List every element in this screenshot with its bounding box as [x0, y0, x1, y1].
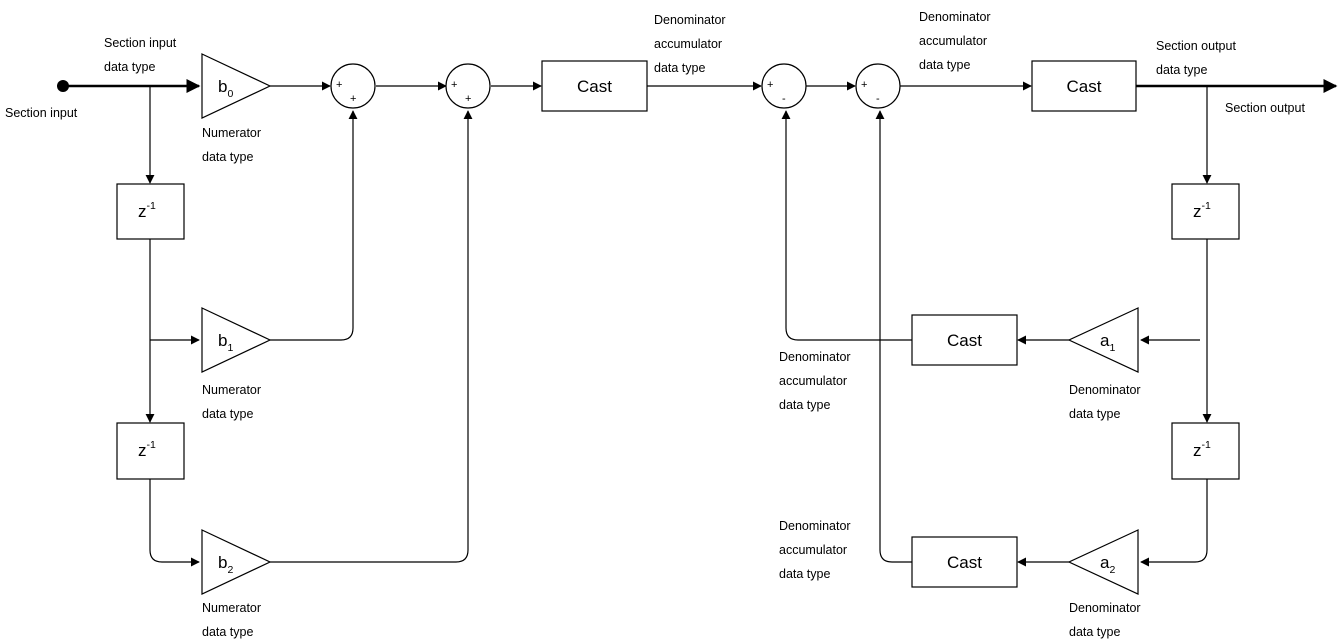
cast-to-sum3-feedback-wire [781, 110, 912, 341]
svg-text:b1: b1 [218, 331, 233, 354]
numerator-type-label-b1: Numerator data type [202, 383, 261, 421]
sum-junction-4: + - [855, 63, 901, 109]
delay-block-3: z-1 [1171, 183, 1240, 240]
svg-text:data type: data type [919, 58, 970, 72]
svg-text:z-1: z-1 [138, 200, 156, 221]
section-output-label: Section output [1225, 101, 1305, 115]
svg-text:+: + [465, 93, 471, 105]
svg-text:Cast: Cast [947, 553, 982, 572]
svg-text:Section input: Section input [104, 36, 177, 50]
den-acc-type-label-fb1: Denominator accumulator data type [779, 350, 851, 412]
wires [63, 79, 1338, 567]
section-output-type-label: Section output data type [1156, 39, 1236, 77]
svg-text:Denominator: Denominator [1069, 601, 1141, 615]
svg-text:a2: a2 [1100, 553, 1115, 576]
delay4-to-a2-wire [1140, 479, 1208, 567]
b2-to-sum2-wire [270, 110, 473, 563]
svg-text:data type: data type [202, 150, 253, 164]
svg-text:Denominator: Denominator [779, 350, 851, 364]
den-type-label-a1: Denominator data type [1069, 383, 1141, 421]
svg-text:Cast: Cast [947, 331, 982, 350]
svg-text:Numerator: Numerator [202, 601, 261, 615]
cast-block-feedback-2: Cast [911, 536, 1018, 588]
svg-text:a1: a1 [1100, 331, 1115, 354]
cast-block-feedback-1: Cast [911, 314, 1018, 366]
svg-text:z-1: z-1 [1193, 439, 1211, 460]
svg-text:Denominator: Denominator [779, 519, 851, 533]
svg-text:+: + [767, 79, 773, 91]
section-input-dot [57, 80, 69, 92]
delay-block-4: z-1 [1171, 422, 1240, 480]
svg-text:data type: data type [202, 407, 253, 421]
svg-text:Denominator: Denominator [1069, 383, 1141, 397]
svg-text:+: + [861, 79, 867, 91]
gain-a2: a2 [1067, 529, 1139, 595]
gain-b0: b0 [201, 53, 272, 119]
numerator-type-label-b2: Numerator data type [202, 601, 261, 639]
svg-text:data type: data type [1069, 625, 1120, 639]
svg-text:z-1: z-1 [1193, 200, 1211, 221]
sum-junction-2: + + [445, 63, 491, 109]
svg-text:+: + [451, 79, 457, 91]
svg-text:+: + [350, 93, 356, 105]
svg-text:accumulator: accumulator [779, 374, 847, 388]
b1-to-sum1-wire [270, 110, 358, 341]
gain-b2: b2 [201, 529, 272, 595]
svg-text:Numerator: Numerator [202, 126, 261, 140]
delay2-to-b2-wire [149, 479, 200, 567]
svg-text:b0: b0 [218, 77, 233, 100]
svg-text:-: - [782, 93, 786, 105]
numerator-type-label-b0: Numerator data type [202, 126, 261, 164]
sum-junction-3: + - [761, 63, 807, 109]
svg-text:Cast: Cast [1067, 77, 1102, 96]
svg-text:Numerator: Numerator [202, 383, 261, 397]
svg-text:accumulator: accumulator [779, 543, 847, 557]
svg-text:data type: data type [779, 567, 830, 581]
svg-text:+: + [336, 79, 342, 91]
svg-text:Denominator: Denominator [919, 10, 991, 24]
cast-to-sum4-feedback-wire [875, 110, 912, 563]
cast-block-numerator: Cast [541, 60, 648, 112]
den-type-label-a2: Denominator data type [1069, 601, 1141, 639]
den-acc-type-label-fb2: Denominator accumulator data type [779, 519, 851, 581]
svg-text:data type: data type [1069, 407, 1120, 421]
svg-text:accumulator: accumulator [654, 37, 722, 51]
den-acc-type-label-top: Denominator accumulator data type [654, 13, 726, 75]
svg-text:z-1: z-1 [138, 439, 156, 460]
svg-text:-: - [876, 93, 880, 105]
svg-text:data type: data type [104, 60, 155, 74]
cast-block-output: Cast [1031, 60, 1137, 112]
svg-text:data type: data type [202, 625, 253, 639]
svg-text:data type: data type [1156, 63, 1207, 77]
sum-junction-1: + + [330, 63, 376, 109]
svg-text:Cast: Cast [577, 77, 612, 96]
svg-text:data type: data type [779, 398, 830, 412]
section-input-type-label: Section input data type [104, 36, 177, 74]
gain-b1: b1 [201, 307, 272, 373]
svg-text:data type: data type [654, 61, 705, 75]
delay-block-2: z-1 [116, 422, 185, 480]
section-input-label: Section input [5, 106, 78, 120]
den-acc-type-label-right: Denominator accumulator data type [919, 10, 991, 72]
svg-text:Denominator: Denominator [654, 13, 726, 27]
svg-text:b2: b2 [218, 553, 233, 576]
gain-a1: a1 [1067, 307, 1139, 373]
svg-text:Section output: Section output [1156, 39, 1236, 53]
delay-block-1: z-1 [116, 183, 185, 240]
svg-text:accumulator: accumulator [919, 34, 987, 48]
